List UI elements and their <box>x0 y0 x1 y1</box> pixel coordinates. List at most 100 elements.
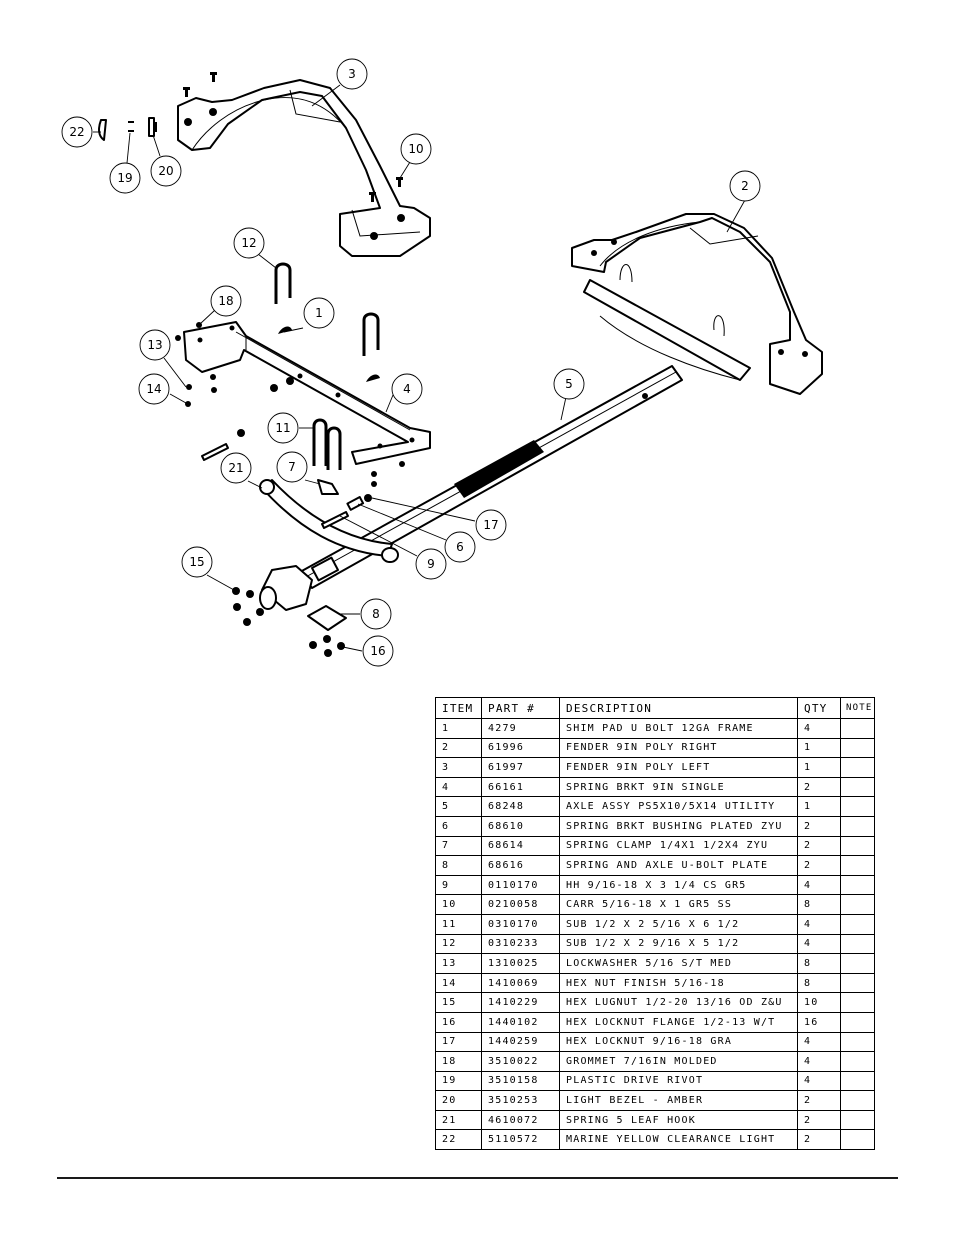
qty-cell: 1 <box>797 737 841 759</box>
part-number-cell: 0110170 <box>481 874 560 896</box>
part-number-cell: 0310233 <box>481 933 560 955</box>
svg-text:3: 3 <box>348 67 356 81</box>
header-item: ITEM <box>435 697 482 719</box>
item-cell: 20 <box>435 1090 482 1111</box>
description-cell: SPRING CLAMP 1/4X1 1/2X4 ZYU <box>559 835 798 857</box>
description-cell: AXLE ASSY PS5X10/5X14 UTILITY <box>559 796 798 817</box>
note-cell <box>840 757 875 778</box>
qty-cell: 2 <box>797 1129 841 1151</box>
callout-14: 14 <box>138 373 170 405</box>
item-cell: 8 <box>435 855 482 876</box>
description-cell: SPRING 5 LEAF HOOK <box>559 1109 798 1131</box>
callout-21: 21 <box>220 452 252 484</box>
u-bolts <box>274 262 380 470</box>
part-number-cell: 3510253 <box>481 1090 560 1111</box>
part-number-cell: 1410229 <box>481 992 560 1013</box>
item-cell: 7 <box>435 835 482 857</box>
part-number-cell: 61996 <box>481 737 560 759</box>
description-cell: FENDER 9IN POLY RIGHT <box>559 737 798 759</box>
qty-cell: 4 <box>797 913 841 935</box>
note-cell <box>840 1090 875 1111</box>
part-number-cell: 1440259 <box>481 1031 560 1053</box>
part-number-cell: 1410069 <box>481 972 560 994</box>
callout-6: 6 <box>444 531 476 563</box>
description-cell: FENDER 9IN POLY LEFT <box>559 757 798 778</box>
svg-text:21: 21 <box>228 461 243 475</box>
bom-header-row: ITEM PART # DESCRIPTION QTY NOTE <box>435 697 875 719</box>
qty-cell: 4 <box>797 718 841 739</box>
qty-cell: 4 <box>797 1070 841 1092</box>
item-cell: 4 <box>435 776 482 798</box>
left-fender <box>177 79 431 257</box>
svg-text:4: 4 <box>403 382 411 396</box>
note-cell <box>840 913 875 935</box>
callout-11: 11 <box>267 412 299 444</box>
part-number-cell: 1440102 <box>481 1011 560 1033</box>
note-cell <box>840 776 875 798</box>
note-cell <box>840 1051 875 1072</box>
right-fender-assembly <box>571 213 823 395</box>
part-number-cell: 1310025 <box>481 953 560 974</box>
note-cell <box>840 1031 875 1053</box>
part-number-cell: 0210058 <box>481 894 560 915</box>
svg-text:12: 12 <box>241 236 256 250</box>
note-cell <box>840 835 875 857</box>
axle-hub <box>259 556 339 611</box>
exploded-assembly-diagram: 1 2 3 4 5 6 7 8 9 10 11 12 13 14 15 16 1… <box>61 58 823 667</box>
item-cell: 6 <box>435 815 482 837</box>
part-number-cell: 68614 <box>481 835 560 857</box>
svg-text:17: 17 <box>483 518 498 532</box>
item-cell: 10 <box>435 894 482 915</box>
callout-4: 4 <box>391 373 423 405</box>
note-cell <box>840 1070 875 1092</box>
callout-8: 8 <box>360 598 392 630</box>
svg-text:18: 18 <box>218 294 233 308</box>
header-qty: QTY <box>797 697 841 719</box>
note-cell <box>840 1109 875 1131</box>
note-cell <box>840 855 875 876</box>
callout-16: 16 <box>362 635 394 667</box>
svg-text:22: 22 <box>69 125 84 139</box>
part-number-cell: 3510158 <box>481 1070 560 1092</box>
callout-17: 17 <box>475 509 507 541</box>
note-cell <box>840 992 875 1013</box>
callout-5: 5 <box>553 368 585 400</box>
part-number-cell: 68610 <box>481 815 560 837</box>
item-cell: 22 <box>435 1129 482 1151</box>
qty-cell: 4 <box>797 1031 841 1053</box>
description-cell: PLASTIC DRIVE RIVOT <box>559 1070 798 1092</box>
qty-cell: 8 <box>797 894 841 915</box>
description-cell: GROMMET 7/16IN MOLDED <box>559 1051 798 1072</box>
header-description: DESCRIPTION <box>559 697 798 719</box>
callout-13: 13 <box>139 329 171 361</box>
description-cell: LOCKWASHER 5/16 S/T MED <box>559 953 798 974</box>
clearance-light-parts <box>98 117 157 141</box>
description-cell: LIGHT BEZEL - AMBER <box>559 1090 798 1111</box>
item-cell: 1 <box>435 718 482 739</box>
callout-9: 9 <box>415 548 447 580</box>
part-number-cell: 4610072 <box>481 1109 560 1131</box>
svg-text:13: 13 <box>147 338 162 352</box>
leaf-spring <box>259 479 399 563</box>
description-cell: SUB 1/2 X 2 9/16 X 5 1/2 <box>559 933 798 955</box>
item-cell: 9 <box>435 874 482 896</box>
qty-cell: 8 <box>797 953 841 974</box>
callout-12: 12 <box>233 227 265 259</box>
note-cell <box>840 1011 875 1033</box>
header-part-number: PART # <box>481 697 560 719</box>
note-cell <box>840 737 875 759</box>
spring-bracket-frame <box>183 321 431 465</box>
description-cell: SPRING BRKT BUSHING PLATED ZYU <box>559 815 798 837</box>
